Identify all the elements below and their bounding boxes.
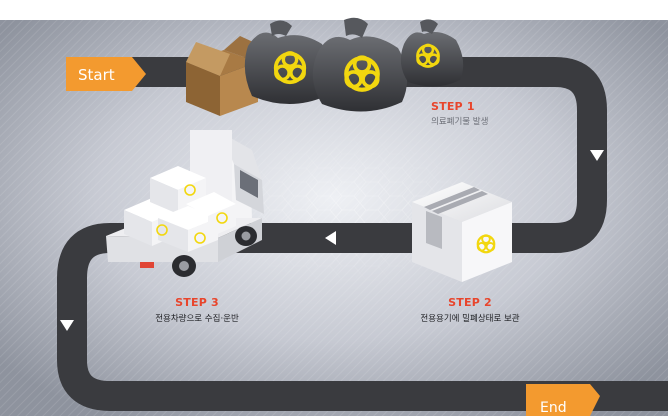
step-2-title: STEP 2 bbox=[448, 296, 492, 309]
step-1-title: STEP 1 bbox=[431, 100, 475, 113]
end-banner bbox=[526, 384, 600, 416]
step-2-desc: 전용용기에 밀폐상태로 보관 bbox=[420, 314, 520, 324]
start-label: Start bbox=[78, 66, 115, 84]
arrow-left-icon bbox=[325, 231, 336, 245]
arrow-down-icon bbox=[590, 150, 604, 161]
waste-bag-icon bbox=[400, 19, 464, 87]
biohazard-icon bbox=[273, 51, 307, 85]
step-3-desc: 전용차량으로 수집·운반 bbox=[155, 314, 239, 324]
sealed-box-icon bbox=[412, 182, 512, 282]
step-1-label: STEP 1 의료폐기물 발생 bbox=[431, 100, 488, 127]
biohazard-icon bbox=[344, 55, 380, 92]
step-1-desc: 의료폐기물 발생 bbox=[431, 117, 489, 127]
step-2-label: STEP 2 전용용기에 밀폐상태로 보관 bbox=[390, 296, 550, 324]
arrow-down-icon bbox=[60, 320, 74, 331]
step-3-label: STEP 3 전용차량으로 수집·운반 bbox=[122, 296, 272, 324]
end-label: End bbox=[540, 400, 567, 416]
truck-icon bbox=[106, 130, 264, 277]
step-3-title: STEP 3 bbox=[175, 296, 219, 309]
start-banner bbox=[66, 57, 146, 91]
biohazard-icon bbox=[416, 43, 440, 68]
